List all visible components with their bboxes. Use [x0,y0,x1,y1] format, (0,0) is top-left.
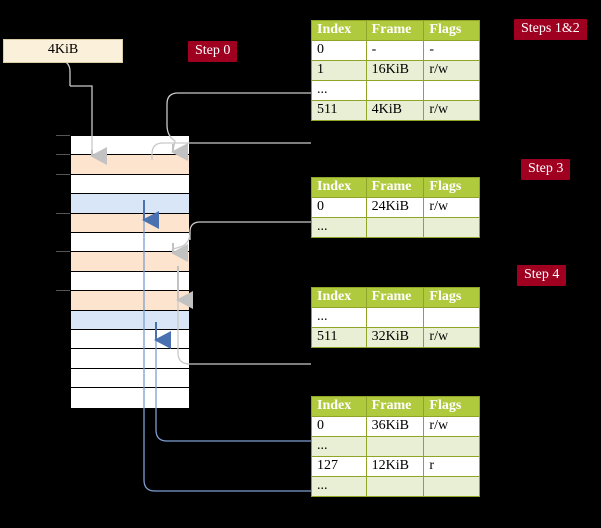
memory-frame-row [71,330,189,350]
wire-step3 [171,221,311,262]
table-row[interactable]: ... [311,80,480,101]
badge-step-3: Step 3 [521,159,571,180]
column-header-index: Index [311,177,367,198]
cell-flags: - [423,40,480,61]
cell-frame [365,307,425,328]
cell-frame: 4KiB [365,100,425,121]
column-header-frame: Frame [365,20,425,41]
cell-flags [423,307,480,328]
column-header-index: Index [311,287,367,308]
column-header-flags: Flags [423,396,480,417]
memory-frame-row [71,194,189,214]
column-header-frame: Frame [365,287,425,308]
memory-frame-row [71,252,189,272]
cell-index: ... [311,307,367,328]
column-header-flags: Flags [423,287,480,308]
badge-step-4: Step 4 [517,265,567,286]
cell-flags: r/w [423,416,480,437]
memory-frame-row [71,271,189,292]
4kib-box: 4KiB [3,39,123,63]
physical-memory-column [70,135,190,408]
column-header-frame: Frame [365,396,425,417]
memory-frame-row [71,233,189,253]
cell-flags: r [423,456,480,477]
table-row[interactable]: 0-- [311,40,480,61]
cell-frame: 12KiB [365,456,425,477]
cell-index: ... [311,436,367,457]
table-row[interactable]: ... [311,476,480,497]
cell-flags: r/w [423,100,480,121]
cell-flags: r/w [423,327,480,348]
cell-frame: - [365,40,425,61]
column-header-frame: Frame [365,177,425,198]
memory-frame-tick [56,290,70,292]
badge-steps-1-2: Steps 1&2 [514,19,587,40]
memory-frame-row [71,213,189,233]
memory-frame-row [71,174,189,195]
cell-flags [423,436,480,457]
cell-frame: 24KiB [365,197,425,218]
memory-frame-tick [56,173,70,175]
cell-index: 0 [311,416,367,437]
column-header-index: Index [311,396,367,417]
memory-frame-row [71,136,189,156]
cell-index: ... [311,476,367,497]
table-row[interactable]: ... [311,436,480,457]
column-header-flags: Flags [423,20,480,41]
memory-frame-row [71,368,189,389]
cell-flags [423,80,480,101]
memory-frame-row [71,291,189,311]
cell-flags: r/w [423,197,480,218]
cell-frame: 16KiB [365,60,425,81]
memory-frame-tick [56,135,70,136]
cell-index: ... [311,80,367,101]
memory-frame-row [71,310,189,330]
cell-flags [423,217,480,238]
memory-frame-tick [56,212,70,214]
cell-flags: r/w [423,60,480,81]
memory-frame-tick [56,251,70,253]
cell-index: 1 [311,60,367,81]
memory-frame-tick [56,154,70,156]
4kib-box-label: 4KiB [47,42,79,57]
cell-index: 0 [311,40,367,61]
cell-frame [365,80,425,101]
table-row[interactable]: ... [311,307,480,328]
cell-flags [423,476,480,497]
cell-frame [365,217,425,238]
column-header-flags: Flags [423,177,480,198]
table-row[interactable]: ... [311,217,480,238]
cell-frame: 32KiB [365,327,425,348]
cell-frame [365,476,425,497]
memory-frame-row [71,349,189,369]
wire-step4 [176,266,311,365]
cell-frame [365,436,425,457]
cell-index: 511 [311,100,367,121]
cell-index: 127 [311,456,367,477]
column-header-index: Index [311,20,367,41]
cell-index: 0 [311,197,367,218]
memory-frame-row [71,155,189,175]
memory-frame-row [71,388,189,408]
cell-index: ... [311,217,367,238]
badge-step-0: Step 0 [188,41,238,62]
cell-index: 511 [311,327,367,348]
cell-frame: 36KiB [365,416,425,437]
